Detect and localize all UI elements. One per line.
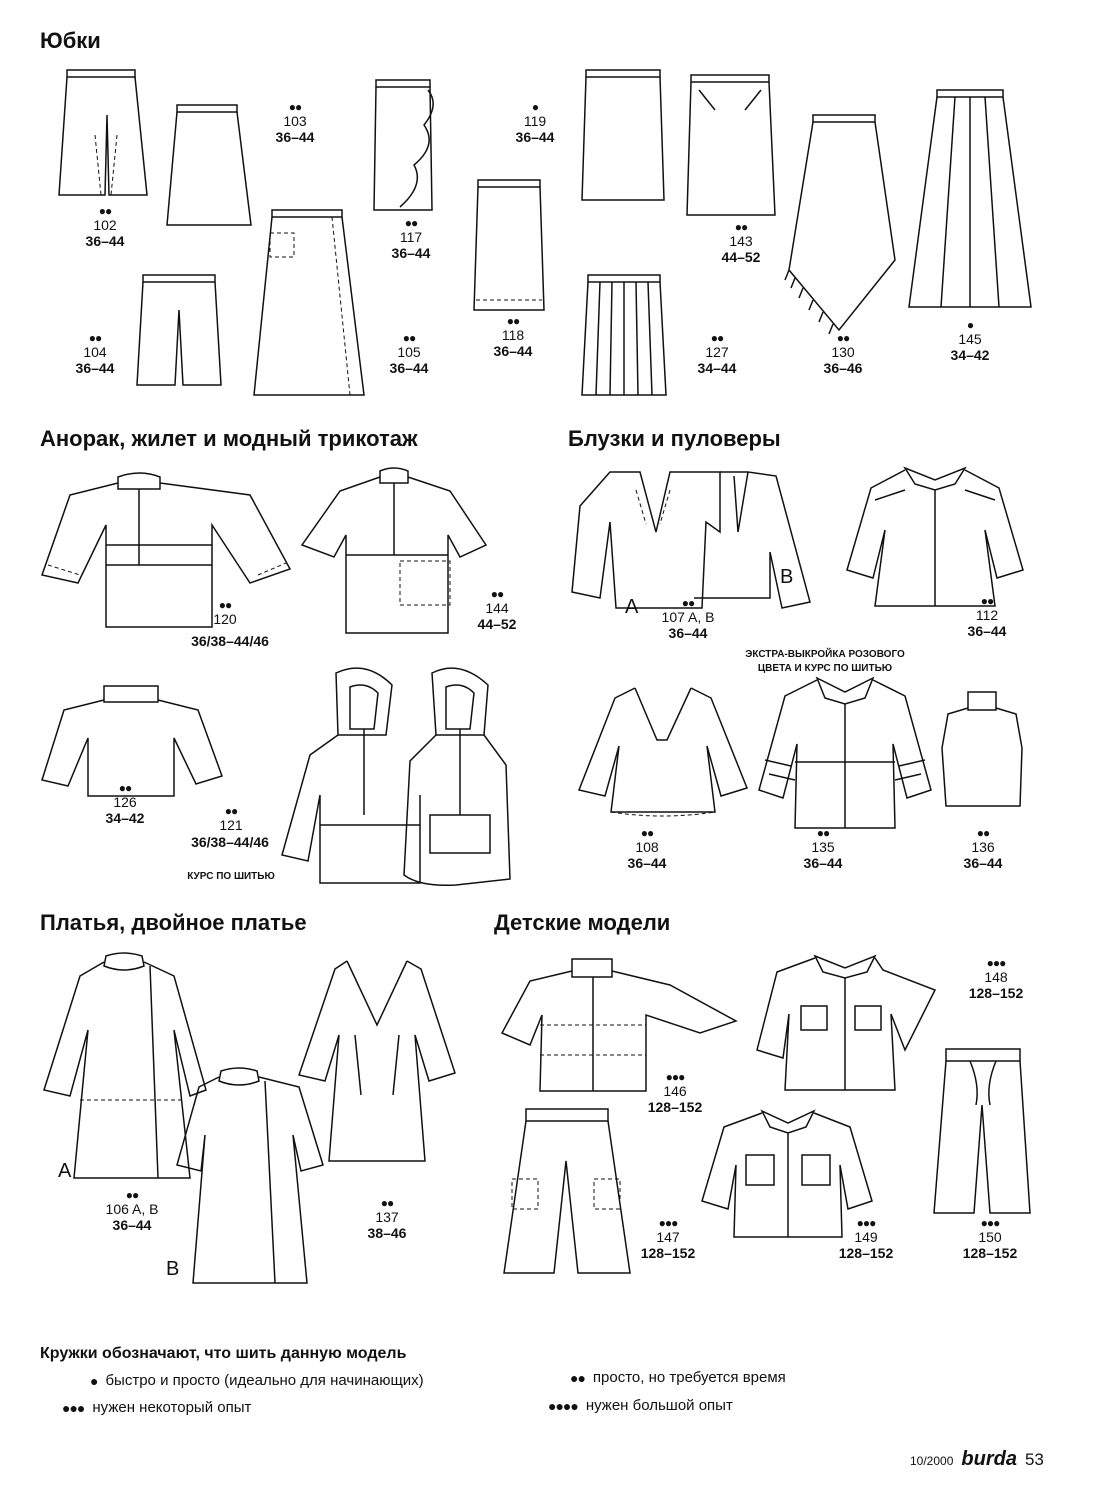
note-extra-line-2: ЦВЕТА И КУРС ПО ШИТЬЮ [757,663,893,674]
label-model-120-size: 36/38–44/46 [191,633,269,649]
legend-title: Кружки обозначают, что шить данную модел… [40,1345,407,1362]
label-model-120-dots: ●●120 [213,598,237,627]
model-108-blouse-drawing [577,687,748,817]
section-title-anorak: Анорак, жилет и модный трикотаж [40,426,418,451]
model-148-kids-shirt-drawing [756,954,937,1091]
model-106b-dress-drawing [176,1067,324,1284]
legend-text-1: быстро и просто (идеально для начинающих… [105,1372,424,1389]
page-number: 53 [1024,1450,1044,1469]
model-107-blouses-drawing [571,471,811,609]
issue-date: 10/2000 [910,1454,954,1468]
legend-item-3: ●●● нужен некоторый опыт [62,1399,251,1416]
model-145-long-skirt-drawing [908,89,1032,308]
section-title-kids: Детские модели [494,910,671,935]
model-137-dress-drawing [298,960,456,1162]
model-118-skirt-drawing [473,179,545,311]
model-103-skirt-drawing [166,104,252,226]
model-150-kids-pants-drawing [933,1048,1031,1214]
note-extra-line-1: ЭКСТРА-ВЫКРОЙКА РОЗОВОГО [745,649,905,660]
letter-a-106: A [58,1160,72,1182]
model-147-kids-pants-drawing [503,1108,631,1274]
legend-dots-2: ●● [570,1369,586,1386]
model-149-kids-jacket-drawing [701,1109,873,1238]
legend-text-3: нужен некоторый опыт [92,1399,252,1416]
model-102-culottes-drawing [58,69,148,196]
model-120-jacket-drawing [41,472,292,628]
legend-item-2: ●● просто, но требуется время [570,1369,786,1386]
model-112-shirt-drawing [846,466,1024,607]
legend-text-4: нужен большой опыт [585,1397,733,1414]
section-title-dresses: Платья, двойное платье [40,910,307,935]
model-143-skirt-drawing [686,74,776,216]
model-106a-dress-drawing [43,952,207,1179]
legend-dots-1: ● [90,1372,99,1389]
letter-b-107: B [780,566,794,588]
page-footer: 10/2000 burda 53 [910,1448,1044,1471]
letter-a-107: A [625,596,639,618]
note-extra-pattern: ЭКСТРА-ВЫКРОЙКА РОЗОВОГО ЦВЕТА И КУРС ПО… [710,648,940,676]
model-105-long-skirt-drawing [253,209,365,396]
model-117-ruffle-skirt-drawing [373,79,434,211]
model-119-skirt-drawing [581,69,665,201]
model-136-top-drawing [941,691,1023,807]
letter-b-106: B [166,1258,180,1280]
model-146-kids-jacket-drawing [500,958,738,1092]
model-127-pleated-skirt-drawing [581,274,667,396]
model-121-vest-drawing [403,667,511,887]
model-144-anorak-drawing [300,467,488,634]
model-121-hooded-anorak-drawing [281,667,421,884]
note-sewing-course: КУРС ПО ШИТЬЮ [187,871,275,882]
legend-item-1: ● быстро и просто (идеально для начинающ… [90,1372,424,1389]
label-model-121-size: 36/38–44/46 [191,834,269,850]
model-126-knit-top-drawing [41,685,223,797]
model-135-jacket-drawing [758,676,932,829]
legend-text-2: просто, но требуется время [592,1369,786,1386]
model-130-fringe-skirt-drawing [784,114,896,335]
section-title-skirts: Юбки [40,28,101,53]
legend-dots-4: ●●●● [548,1397,579,1414]
legend-dots-3: ●●● [62,1399,85,1416]
brand-logo: burda [961,1448,1017,1470]
label-model-121-dots: ●●121 [219,804,243,833]
legend-item-4: ●●●● нужен большой опыт [548,1397,733,1414]
model-104-culottes-drawing [136,274,222,386]
section-title-blouses: Блузки и пуловеры [568,426,781,451]
